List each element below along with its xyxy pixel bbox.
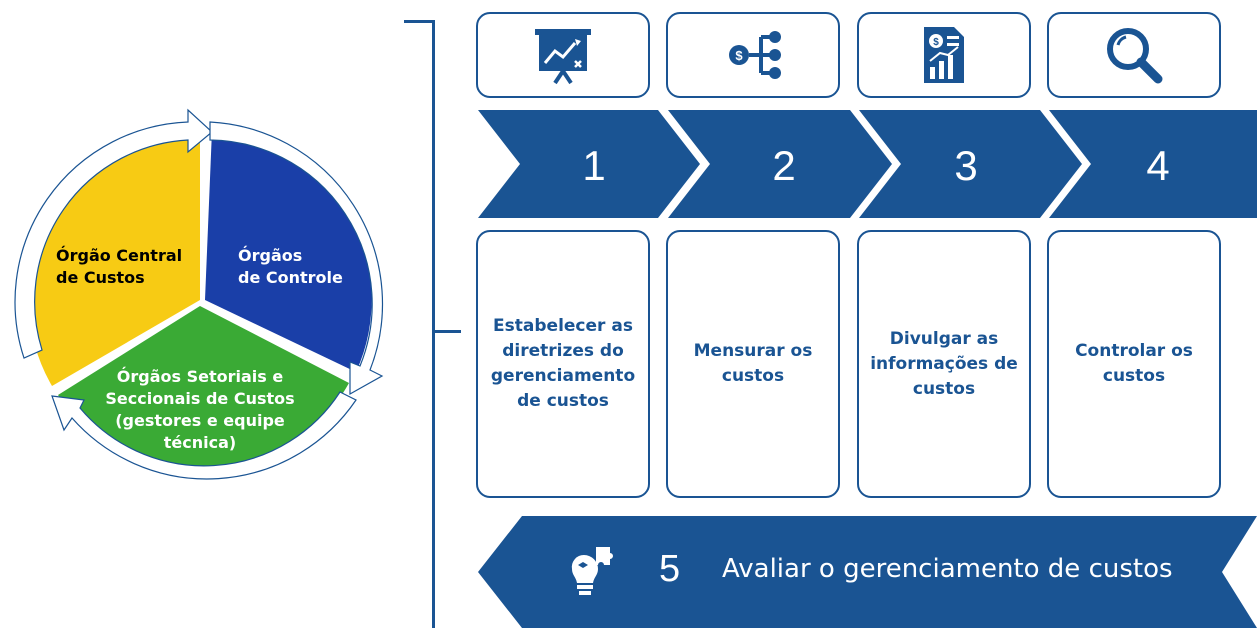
step-1-number: 1 <box>582 142 605 189</box>
segment-label-line: técnica) <box>163 433 237 452</box>
step-1-icon-box <box>476 12 650 98</box>
segment-label-setoriais: Órgãos Setoriais e Seccionais de Custos … <box>100 366 300 454</box>
cycle-segment-setoriais <box>58 306 349 471</box>
step-3-text: Divulgar as informações de custos <box>870 328 1018 399</box>
step-2-number: 2 <box>772 142 795 189</box>
presentation-chart-icon <box>535 29 591 85</box>
segment-label-line: (gestores e equipe <box>115 411 285 430</box>
step-3-icon-box: $ <box>857 12 1031 98</box>
cycle-diagram <box>14 108 384 480</box>
cycle-arrow-top <box>14 108 213 359</box>
money-network-icon: $ <box>729 31 781 79</box>
chevron-step-4 <box>1049 110 1257 218</box>
segment-label-line: de Controle <box>238 268 343 287</box>
bracket-connector <box>435 330 461 333</box>
step-3-text-box: Divulgar as informações de custos <box>857 230 1031 498</box>
step-5-number: 5 <box>659 548 681 590</box>
step-4-number: 4 <box>1146 142 1169 189</box>
step-3-number: 3 <box>954 142 977 189</box>
magnifier-icon <box>1107 28 1163 84</box>
chevron-step-3 <box>859 110 1082 218</box>
step-2-text: Mensurar os custos <box>693 341 813 386</box>
step-4-text: Controlar os custos <box>1075 341 1193 386</box>
step-2-text-box: Mensurar os custos <box>666 230 840 498</box>
chevron-step-1 <box>478 110 700 218</box>
segment-label-line: Órgãos Setoriais e <box>116 367 284 386</box>
segment-label-line: de Custos <box>56 268 145 287</box>
bracket-line <box>432 20 435 628</box>
cycle-arrow-bottom <box>51 391 357 480</box>
step-1-text: Estabelecer as diretrizes do gerenciamen… <box>490 316 636 411</box>
segment-label-line: Órgão Central <box>56 246 183 265</box>
segment-label-line: Seccionais de Custos <box>105 389 295 408</box>
financial-report-icon: $ <box>924 27 964 83</box>
svg-text:$: $ <box>933 37 939 48</box>
lightbulb-puzzle-icon <box>571 547 613 595</box>
step-4-icon-box <box>1047 12 1221 98</box>
bracket-top <box>404 20 434 23</box>
segment-label-central: Órgão Central de Custos <box>56 245 182 289</box>
step-5-banner <box>478 516 1257 628</box>
segment-label-line: Órgãos <box>238 246 303 265</box>
step-4-text-box: Controlar os custos <box>1047 230 1221 498</box>
step-1-text-box: Estabelecer as diretrizes do gerenciamen… <box>476 230 650 498</box>
cycle-arrow-right <box>209 121 384 396</box>
segment-label-controle: Órgãos de Controle <box>238 245 343 289</box>
chevron-step-2 <box>668 110 892 218</box>
step-2-icon-box: $ <box>666 12 840 98</box>
step-5-text: Avaliar o gerenciamento de custos <box>722 554 1173 584</box>
svg-text:$: $ <box>735 48 743 63</box>
step-chevrons: 1 2 3 4 <box>478 110 1257 218</box>
